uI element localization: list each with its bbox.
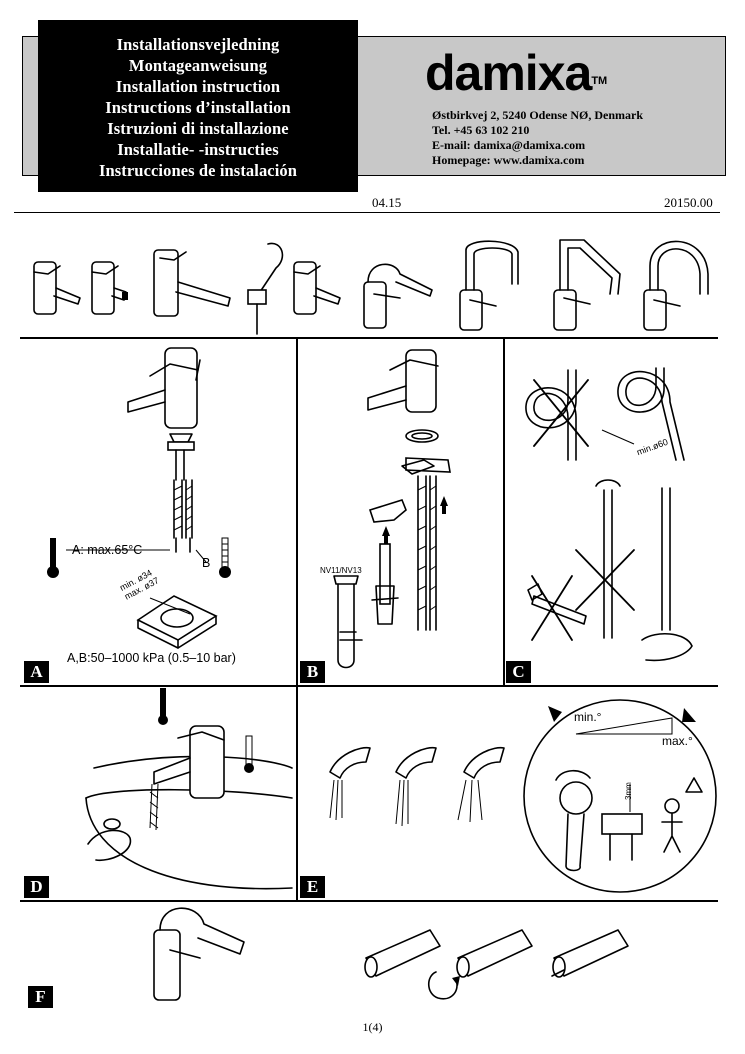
header-rule: [14, 212, 720, 213]
title-de: Montageanweisung: [128, 56, 268, 75]
panel-a-label: A: [24, 661, 49, 683]
panel-c-label: C: [506, 661, 531, 683]
title-fr: Instructions d’installation: [105, 98, 291, 117]
title-en: Installation instruction: [115, 77, 281, 96]
panel-e-drawing: [329, 699, 717, 893]
grid-v2: [503, 337, 505, 686]
panel-e-max-note: max.°: [662, 734, 693, 748]
panel-e-label: E: [300, 876, 325, 898]
product-high-spout-icon: [459, 240, 519, 331]
address-street: Østbirkvej 2, 5240 Odense NØ, Denmark: [432, 108, 643, 122]
spray-pattern-1-icon: [329, 746, 371, 821]
panel-e-gap-note: 3mm: [624, 782, 633, 800]
title-nl: Installatie- -instructies: [117, 140, 279, 159]
title-it: Istruzioni di installazione: [107, 119, 289, 138]
min-bend-ok-icon: [601, 367, 685, 461]
product-square-spout-icon: [553, 239, 621, 331]
product-bidet-mixer-icon: [91, 261, 128, 315]
hand-tighten-ok-icon: [641, 487, 693, 662]
address-phone: Tel. +45 63 102 210: [432, 123, 530, 137]
spray-pattern-3-icon: [457, 746, 505, 823]
date-code: 04.15: [372, 195, 402, 210]
spray-head-step-1-icon: [364, 929, 441, 978]
trademark: TM: [591, 75, 608, 87]
panel-b-tool-note: NV11/NV13: [320, 566, 362, 575]
panel-f-label: F: [28, 986, 53, 1008]
grid-h2: [20, 685, 718, 687]
twist-wrong-icon: [575, 479, 635, 639]
spray-head-step-2-icon: [456, 929, 533, 978]
product-tall-basin-icon: [153, 249, 231, 317]
product-variants: [33, 239, 709, 335]
spray-head-step-3-icon: [551, 929, 629, 978]
panel-d-label: D: [24, 876, 49, 898]
grid-h3: [20, 900, 718, 902]
hot-thermometer-icon: [47, 538, 59, 578]
panel-c-drawing: [525, 367, 693, 662]
address-homepage: Homepage: www.damixa.com: [432, 153, 585, 167]
brand-name: damixa: [425, 45, 592, 101]
tight-bend-wrong-icon: [525, 369, 589, 461]
pullout-mixer-icon: [153, 907, 245, 1001]
title-block: Installationsvejledning Montageanweisung…: [38, 20, 358, 192]
product-basin-mixer-2-icon: [293, 261, 341, 315]
product-basin-mixer-icon: [33, 261, 81, 315]
page-number: 1(4): [362, 1020, 383, 1034]
panel-b-drawing: [333, 349, 451, 669]
wrench-wrong-icon: [527, 575, 587, 641]
panel-b-label: B: [300, 661, 325, 683]
brand-logo: damixaTM: [425, 48, 607, 98]
panel-a-drawing: [47, 347, 231, 649]
panel-d-drawing: [85, 688, 293, 890]
rotate-arrow-icon: [427, 971, 460, 1000]
panel-e-min-note: min.°: [574, 710, 602, 724]
grid-h1: [20, 337, 718, 339]
cold-thermometer-icon: [219, 537, 231, 578]
panel-a-temp-note: A: max.65°C: [72, 543, 143, 557]
product-pullout-mixer-icon: [363, 263, 433, 329]
panel-a-pressure: A,B:50–1000 kPa (0.5–10 bar): [67, 651, 236, 665]
product-hand-shower-icon: [247, 242, 284, 335]
title-es: Instrucciones de instalación: [98, 161, 298, 180]
doc-number: 20150.00: [664, 195, 713, 210]
grid-v1: [296, 337, 298, 901]
panel-f-drawing: [153, 907, 629, 1001]
panel-a-cold-note: B: [202, 556, 211, 570]
title-da: Installationsvejledning: [116, 35, 280, 54]
company-address: Østbirkvej 2, 5240 Odense NØ, Denmark Te…: [432, 108, 643, 168]
spray-pattern-2-icon: [395, 746, 437, 827]
address-email: E-mail: damixa@damixa.com: [432, 138, 586, 152]
product-swan-neck-icon: [643, 240, 709, 331]
